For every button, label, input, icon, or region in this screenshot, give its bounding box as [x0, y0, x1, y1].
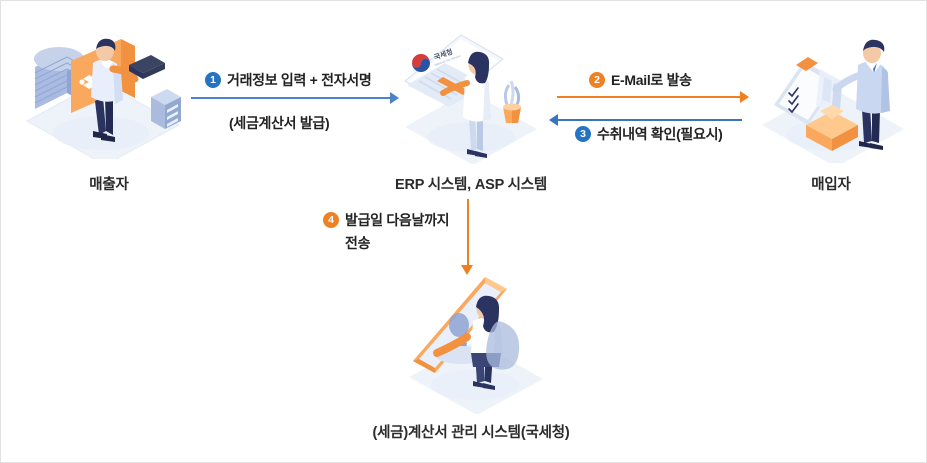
- caption-seller: 매출자: [89, 177, 129, 193]
- step-2-text: E-Mail로 발송: [611, 72, 692, 88]
- step-4-label: 4 발급일 다음날까지: [323, 211, 450, 229]
- step-1-badge: 1: [205, 72, 221, 88]
- seller-illustration-svg: [25, 38, 181, 166]
- erp-illustration: 국세청 National Tax Service: [391, 19, 551, 169]
- arrow-2-line: [557, 96, 742, 98]
- step-2-label: 2 E-Mail로 발송: [589, 71, 692, 89]
- step-1-text: 거래정보 입력 + 전자서명: [227, 72, 372, 88]
- step-4-sublabel: 전송: [345, 235, 371, 251]
- step-1-sublabel: (세금계산서 발급): [229, 115, 330, 131]
- caption-nts: (세금)계산서 관리 시스템(국세청): [372, 425, 570, 441]
- nts-illustration: [391, 269, 561, 419]
- buyer-illustration: [746, 13, 916, 168]
- arrow-4-head: [461, 265, 473, 275]
- arrow-3-head: [549, 114, 558, 126]
- step-4-text: 발급일 다음날까지: [345, 212, 450, 228]
- step-2-badge: 2: [589, 72, 605, 88]
- arrow-1-line: [191, 97, 391, 99]
- arrow-3-line: [557, 119, 742, 121]
- erp-illustration-svg: 국세청 National Tax Service: [404, 34, 537, 165]
- caption-erp: ERP 시스템, ASP 시스템: [394, 177, 548, 193]
- step-1-label: 1 거래정보 입력 + 전자서명: [205, 71, 372, 89]
- arrow-1-head: [390, 92, 399, 104]
- step-3-badge: 3: [575, 126, 591, 142]
- buyer-illustration-svg: [762, 39, 904, 167]
- step-4-badge: 4: [323, 212, 339, 228]
- arrow-2-head: [740, 91, 749, 103]
- nts-illustration-svg: [409, 277, 543, 415]
- step-3-text: 수취내역 확인(필요시): [597, 126, 723, 142]
- arrow-4-line: [467, 199, 469, 267]
- step-3-label: 3 수취내역 확인(필요시): [575, 125, 723, 143]
- seller-illustration: [9, 9, 189, 166]
- caption-buyer: 매입자: [811, 177, 851, 193]
